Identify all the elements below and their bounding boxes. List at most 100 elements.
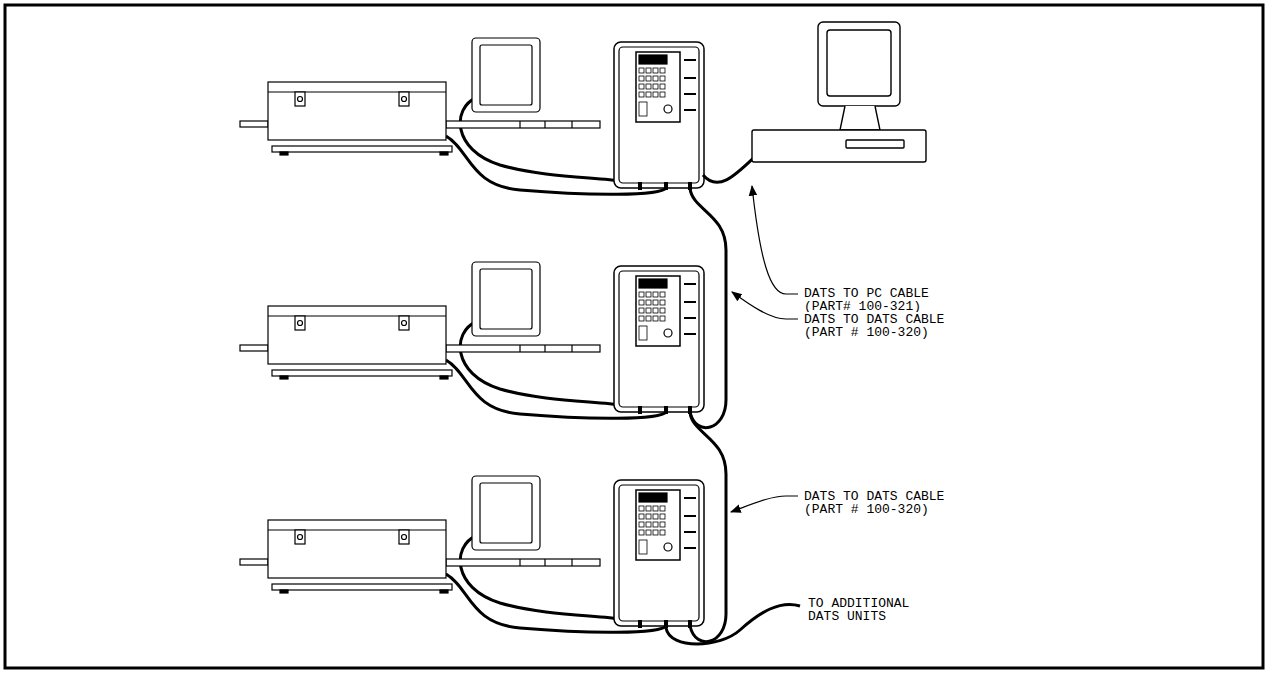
- key: [639, 92, 644, 97]
- pc-base-unit: [752, 130, 926, 162]
- dats-station: [240, 262, 704, 418]
- pc-screen: [827, 30, 891, 96]
- knob: [664, 329, 672, 337]
- foot: [280, 376, 288, 379]
- key: [639, 308, 644, 313]
- key: [653, 76, 658, 81]
- key: [660, 522, 665, 527]
- foot: [440, 376, 448, 379]
- connector-stub: [638, 620, 642, 628]
- controller-box: [614, 42, 704, 188]
- key: [660, 316, 665, 321]
- base-plate: [272, 370, 452, 376]
- panel-marking: [684, 497, 696, 499]
- key: [660, 530, 665, 535]
- key: [646, 300, 651, 305]
- key: [639, 76, 644, 81]
- callout-label: DATS TO DATS CABLE (PART # 100-320): [802, 312, 956, 340]
- foot: [440, 590, 448, 593]
- connector-stub: [664, 620, 668, 628]
- latch-pin: [298, 535, 303, 540]
- latch: [399, 530, 409, 544]
- key: [646, 308, 651, 313]
- scale-tray: [268, 82, 446, 140]
- key: [639, 292, 644, 297]
- key: [646, 316, 651, 321]
- key: [660, 68, 665, 73]
- additional-cable: [666, 604, 800, 644]
- drive-slot: [846, 140, 904, 148]
- foot: [280, 590, 288, 593]
- key: [653, 530, 658, 535]
- rail-divider: [544, 345, 545, 352]
- connector-stub: [664, 406, 668, 414]
- latch: [295, 92, 305, 106]
- dats-station: [240, 476, 704, 632]
- connector-stub: [664, 182, 668, 190]
- key: [639, 514, 644, 519]
- key: [639, 84, 644, 89]
- rail-divider: [571, 121, 572, 128]
- scale-tray: [268, 520, 446, 578]
- rail-divider: [544, 121, 545, 128]
- connector-stub: [638, 182, 642, 190]
- connector-stub: [638, 406, 642, 414]
- display: [639, 55, 667, 64]
- controller-door: [619, 47, 699, 183]
- key: [646, 506, 651, 511]
- rail: [446, 121, 600, 128]
- display: [639, 279, 667, 288]
- rail-divider: [571, 559, 572, 566]
- latch: [399, 316, 409, 330]
- foot: [280, 152, 288, 155]
- rail-divider: [519, 121, 520, 128]
- panel-marking: [684, 59, 696, 61]
- base-plate: [272, 584, 452, 590]
- key: [653, 308, 658, 313]
- latch-pin: [402, 97, 407, 102]
- leader-line: [732, 292, 798, 319]
- key: [660, 506, 665, 511]
- rod: [240, 345, 268, 351]
- key-block: [639, 102, 647, 116]
- key: [639, 68, 644, 73]
- key: [646, 522, 651, 527]
- key: [639, 300, 644, 305]
- key: [639, 506, 644, 511]
- key: [660, 84, 665, 89]
- latch-pin: [298, 97, 303, 102]
- key: [653, 316, 658, 321]
- rod: [240, 121, 268, 127]
- callout-label: DATS TO DATS CABLE (PART # 100-320): [802, 489, 956, 517]
- key: [646, 68, 651, 73]
- dats-station: [240, 38, 704, 194]
- monitor: [472, 38, 540, 112]
- panel-marking: [684, 547, 696, 549]
- scale-tray: [268, 306, 446, 364]
- controller-box: [614, 266, 704, 412]
- keypad-panel: [636, 490, 680, 560]
- key-block: [639, 540, 647, 554]
- controller-door: [619, 485, 699, 621]
- pc-monitor: [818, 22, 900, 106]
- panel-marking: [684, 515, 696, 517]
- screen: [480, 269, 532, 329]
- rail: [446, 345, 600, 352]
- dats-to-dats-cable: [690, 188, 726, 428]
- key: [660, 76, 665, 81]
- key: [639, 316, 644, 321]
- key: [653, 514, 658, 519]
- key: [646, 76, 651, 81]
- pc-stand: [840, 106, 880, 130]
- key: [653, 84, 658, 89]
- key: [660, 92, 665, 97]
- monitor: [472, 476, 540, 550]
- rail-divider: [571, 345, 572, 352]
- latch-pin: [402, 321, 407, 326]
- latch: [295, 316, 305, 330]
- keypad-panel: [636, 52, 680, 122]
- latch: [399, 92, 409, 106]
- knob: [664, 543, 672, 551]
